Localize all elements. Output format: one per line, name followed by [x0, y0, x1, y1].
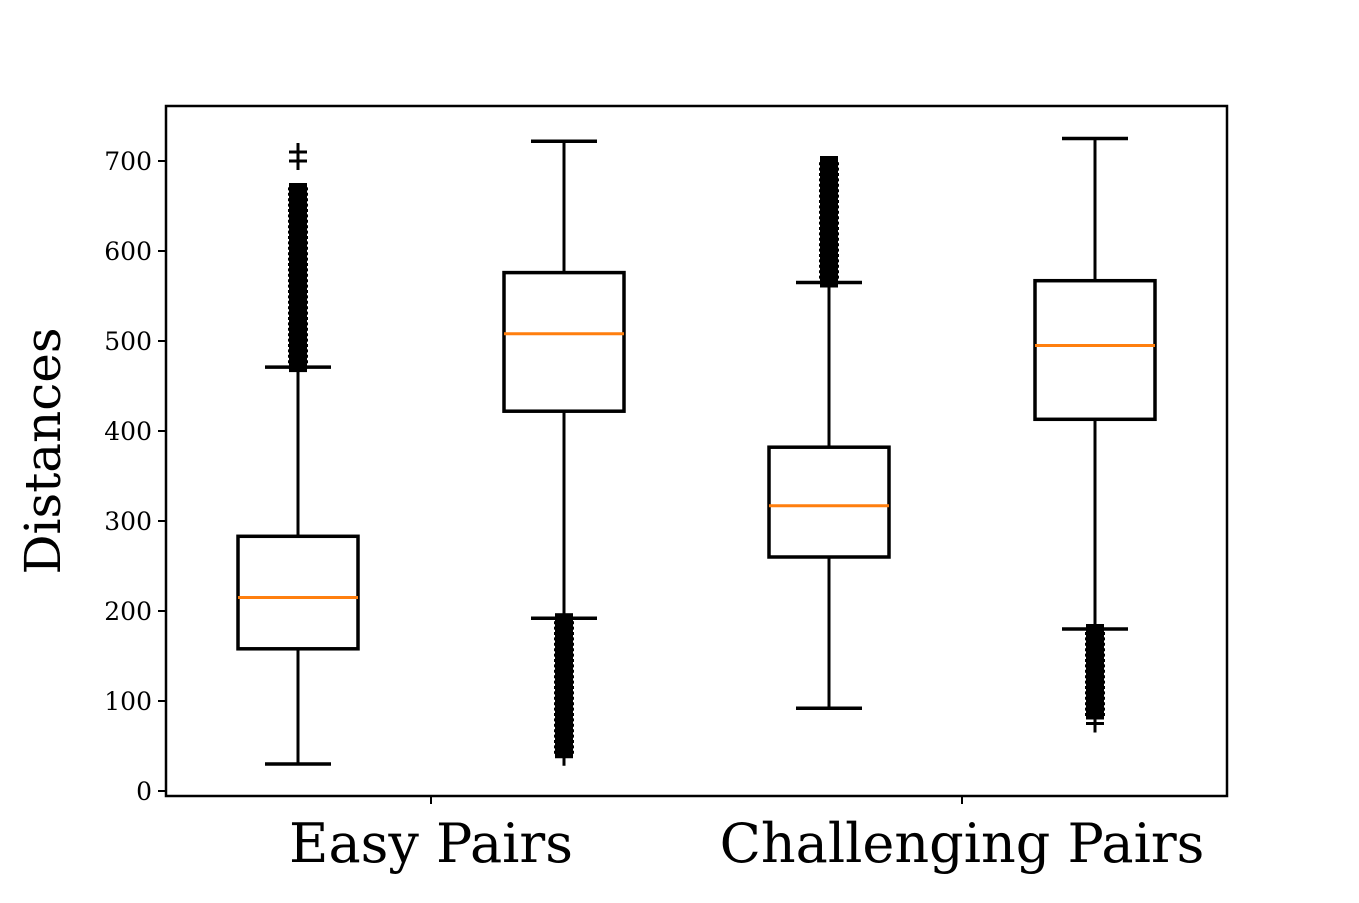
box-series-3	[767, 156, 891, 710]
outlier-marker	[1086, 714, 1104, 733]
box-series-4	[1033, 136, 1157, 733]
x-tick-label: Easy Pairs	[289, 812, 573, 875]
y-tick-label: 400	[104, 417, 152, 446]
box-series-1	[236, 143, 360, 766]
y-tick-label: 700	[104, 147, 152, 176]
outlier-marker	[555, 747, 573, 766]
iqr-box	[1033, 278, 1157, 422]
iqr-box	[236, 534, 360, 651]
y-tick-label: 0	[136, 777, 152, 806]
y-tick-label: 200	[104, 597, 152, 626]
x-tick-label: Challenging Pairs	[720, 812, 1205, 875]
iqr-box	[502, 270, 626, 413]
plot-frame	[164, 104, 1229, 798]
box-series-2	[502, 139, 626, 766]
y-tick-label: 600	[104, 237, 152, 266]
iqr-box	[767, 445, 891, 559]
y-tick-label: 100	[104, 687, 152, 716]
y-tick-label: 500	[104, 327, 152, 356]
y-axis-label: Distances	[14, 327, 72, 574]
y-tick-label: 300	[104, 507, 152, 536]
outlier-marker	[289, 143, 307, 161]
